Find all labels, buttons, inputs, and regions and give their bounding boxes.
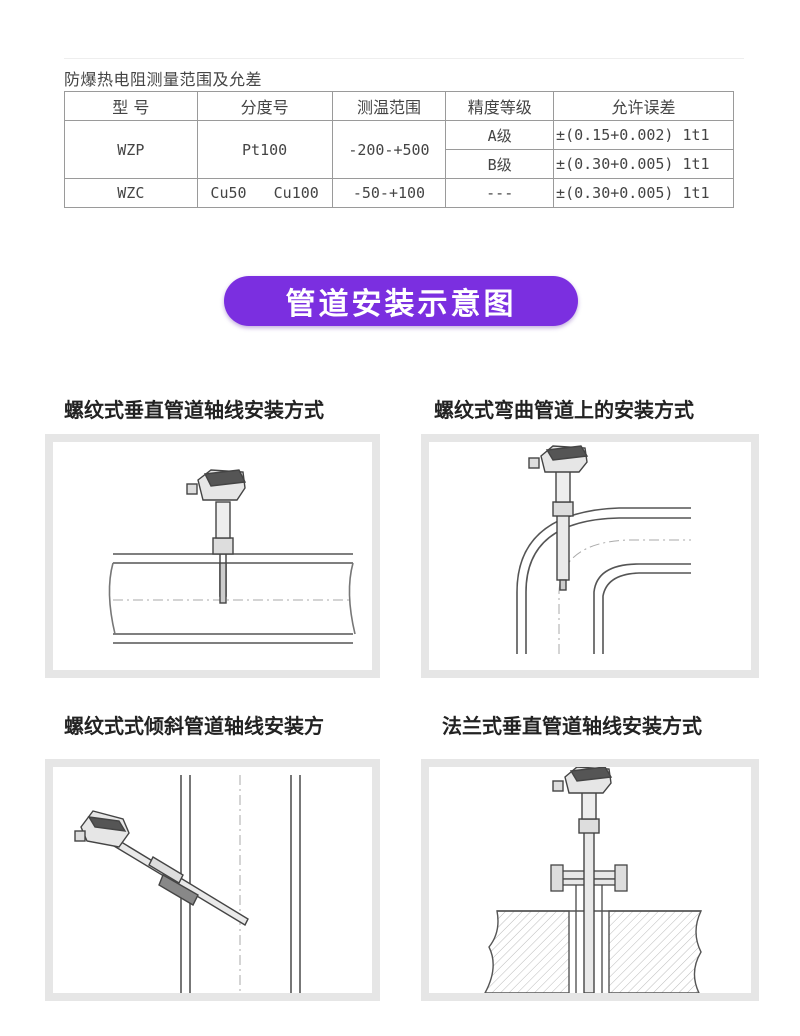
header-range: 测温范围 [331, 91, 447, 121]
cell-range: -200-+500 [331, 120, 447, 179]
spec-table: 型 号 分度号 测温范围 精度等级 允许误差 WZP Pt100 -200-+5… [64, 91, 734, 208]
table-row: WZP Pt100 -200-+500 A级 ±(0.15+0.002) 1t1 [64, 120, 734, 179]
diagram-frame-inclined [45, 759, 380, 1001]
section-title-banner: 管道安装示意图 [224, 276, 578, 326]
cell-grade: B级 [445, 149, 555, 179]
table-row: WZC Cu50 Cu100 -50-+100 --- ±(0.30+0.005… [64, 178, 734, 208]
table-header-row: 型 号 分度号 测温范围 精度等级 允许误差 [64, 91, 734, 121]
cell-grade: --- [445, 178, 555, 208]
diagram-frame-vertical [45, 434, 380, 678]
diagram-frame-bend [421, 434, 759, 678]
flange-pipe-diagram [484, 767, 703, 993]
diagram-caption: 螺纹式弯曲管道上的安装方式 [434, 398, 694, 422]
cell-tolerance: ±(0.30+0.005) 1t1 [553, 149, 734, 179]
bend-pipe-diagram [516, 445, 691, 654]
inclined-pipe-diagram [74, 775, 301, 993]
vertical-pipe-diagram [108, 469, 356, 644]
diagram-caption: 螺纹式式倾斜管道轴线安装方 [64, 714, 324, 738]
diagram-frame-flange [421, 759, 759, 1001]
cell-tolerance: ±(0.30+0.005) 1t1 [553, 178, 734, 208]
sensor-head-icon [528, 445, 589, 591]
header-tolerance: 允许误差 [553, 91, 734, 121]
header-model: 型 号 [64, 91, 198, 121]
cell-model: WZP [64, 120, 198, 179]
cell-grade: A级 [445, 120, 555, 150]
sensor-head-icon [74, 810, 249, 926]
top-divider [64, 58, 744, 59]
diagram-caption: 螺纹式垂直管道轴线安装方式 [64, 398, 324, 422]
cell-graduation: Cu50 Cu100 [196, 178, 333, 208]
cell-tolerance: ±(0.15+0.002) 1t1 [553, 120, 734, 150]
cell-graduation: Pt100 [196, 120, 333, 179]
diagram-caption: 法兰式垂直管道轴线安装方式 [442, 714, 702, 738]
table-title: 防爆热电阻测量范围及允差 [64, 70, 263, 89]
sensor-head-icon [186, 469, 247, 604]
header-grade: 精度等级 [445, 91, 555, 121]
cell-model: WZC [64, 178, 198, 208]
sensor-head-icon [552, 767, 613, 993]
table-row: B级 ±(0.30+0.005) 1t1 [65, 149, 734, 179]
header-graduation: 分度号 [196, 91, 333, 121]
cell-range: -50-+100 [331, 178, 447, 208]
